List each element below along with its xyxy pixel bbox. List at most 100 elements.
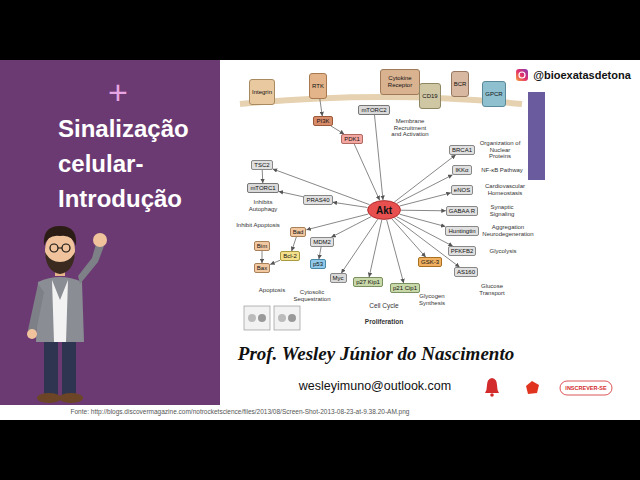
instagram-icon bbox=[516, 69, 528, 81]
bell-body bbox=[485, 378, 499, 393]
signal-arrow bbox=[333, 202, 368, 207]
avatar-hand bbox=[27, 329, 37, 339]
receptor-box: RTK bbox=[309, 73, 327, 99]
process-note: Inhibit Apoptosis bbox=[236, 222, 280, 229]
white-ground bbox=[0, 60, 640, 420]
protein-box: Bad bbox=[290, 227, 307, 237]
avatar-shoe bbox=[59, 393, 83, 403]
node-text: Cytokine Receptor bbox=[383, 75, 417, 88]
node-text: Akt bbox=[376, 205, 392, 216]
signal-arrow bbox=[354, 144, 379, 201]
node-text: PRAS40 bbox=[306, 197, 329, 204]
node-text: BCR bbox=[454, 81, 467, 88]
kinase-box: PDK1 bbox=[341, 134, 363, 144]
inset-box bbox=[274, 306, 300, 330]
protein-box: p27 Kip1 bbox=[353, 277, 383, 287]
signal-arrow bbox=[292, 237, 297, 251]
node-text: Myc bbox=[333, 275, 344, 282]
process-note: Membrane Recruitment and Activation bbox=[388, 118, 432, 139]
node-text: GABAA R bbox=[449, 208, 475, 215]
source-note: Fonte: http://blogs.discovermagazine.com… bbox=[71, 408, 410, 415]
node-text: PDK1 bbox=[344, 136, 360, 143]
avatar-beard bbox=[45, 252, 75, 274]
protein-box: Myc bbox=[330, 273, 347, 283]
node-text: PFKFB2 bbox=[451, 248, 474, 255]
protein-box: PFKFB2 bbox=[448, 246, 477, 256]
icon-lens bbox=[519, 72, 525, 78]
bell-clapper bbox=[490, 393, 494, 397]
protein-box: PRAS40 bbox=[303, 195, 332, 205]
node-text: Bad bbox=[293, 229, 304, 236]
node-text: p21 Cip1 bbox=[393, 285, 417, 292]
signature: Prof. Wesley Júnior do Nascimento bbox=[238, 343, 514, 365]
inset-dot bbox=[288, 314, 296, 322]
node-text: GPCR bbox=[485, 91, 502, 98]
signal-arrow bbox=[306, 214, 368, 230]
signal-arrow bbox=[279, 191, 304, 196]
bell-icon bbox=[485, 378, 499, 397]
signal-arrow bbox=[270, 260, 280, 264]
kinase-box: PI3K bbox=[313, 116, 332, 126]
process-note: Aggregation Neurodegeneration bbox=[479, 224, 537, 238]
cell-membrane bbox=[240, 97, 522, 104]
signal-arrow bbox=[262, 251, 263, 263]
receptor-box: CD19 bbox=[419, 83, 440, 109]
process-note: Glycogen Synthesis bbox=[410, 293, 454, 307]
receptor-box: GPCR bbox=[482, 81, 505, 107]
slide-title: Sinalização celular- Introdução bbox=[58, 112, 223, 216]
process-note: Organization of Nuclear Proteins bbox=[478, 140, 522, 161]
node-text: GSK-3 bbox=[421, 259, 439, 266]
subscribe-text: INSCREVER-SE bbox=[565, 385, 606, 391]
node-text: Bcl-2 bbox=[283, 253, 297, 260]
avatar-shoe bbox=[37, 393, 61, 403]
receptor-box: BCR bbox=[451, 71, 470, 97]
kinase-ellipse: Akt bbox=[367, 200, 401, 220]
signal-arrow bbox=[401, 210, 446, 212]
ellipse-shape bbox=[368, 201, 401, 220]
protein-box: p53 bbox=[310, 259, 326, 269]
protein-box: Huntingtin bbox=[445, 226, 478, 236]
node-text: Bax bbox=[257, 265, 267, 272]
signal-arrow bbox=[331, 126, 345, 134]
inset-dot bbox=[248, 314, 256, 322]
protein-box: TSC2 bbox=[251, 160, 272, 170]
signal-arrow bbox=[262, 170, 264, 183]
purple-panel bbox=[0, 60, 220, 405]
protein-box: GABAA R bbox=[446, 206, 478, 216]
avatar-arm bbox=[28, 284, 44, 332]
email-address: wesleyimuno@outlook.com bbox=[299, 379, 451, 393]
node-text: AS160 bbox=[457, 269, 475, 276]
receptor-box: Cytokine Receptor bbox=[380, 69, 420, 95]
protein-box: AS160 bbox=[454, 267, 478, 277]
avatar-shirt bbox=[52, 280, 68, 342]
signal-arrow bbox=[374, 115, 383, 200]
purple-bar bbox=[528, 92, 545, 180]
process-note: NF-κB Pathway bbox=[480, 167, 524, 174]
inset-dot bbox=[258, 314, 266, 322]
process-note: Proliferation bbox=[365, 318, 403, 325]
process-note: Glucose Transport bbox=[472, 283, 512, 297]
avatar-fist bbox=[93, 233, 107, 247]
protein-box: IKKα bbox=[452, 165, 471, 175]
avatar-arm bbox=[78, 244, 104, 284]
signal-arrow bbox=[319, 247, 321, 259]
red-gem-icon bbox=[526, 381, 539, 394]
process-note: Apoptosis bbox=[259, 287, 285, 294]
protein-box: Bcl-2 bbox=[280, 251, 300, 261]
process-note: Synaptic Signaling bbox=[480, 204, 524, 218]
avatar-glasses bbox=[50, 244, 58, 252]
avatar-leg bbox=[44, 338, 58, 396]
inset-box bbox=[244, 306, 270, 330]
signal-arrow bbox=[400, 214, 446, 226]
process-note: Glycolysis bbox=[489, 248, 516, 255]
node-text: CD19 bbox=[422, 93, 437, 100]
avatar-hair bbox=[44, 226, 76, 246]
process-note: Cardiovascular Homeostasis bbox=[481, 183, 529, 197]
node-text: TSC2 bbox=[254, 162, 269, 169]
complex-box: mTORC1 bbox=[247, 183, 278, 193]
inset-dot bbox=[278, 314, 286, 322]
protein-box: MDM2 bbox=[310, 237, 334, 247]
node-text: mTORC2 bbox=[361, 107, 386, 114]
protein-box: Bim bbox=[254, 241, 270, 251]
node-text: p53 bbox=[313, 261, 323, 268]
